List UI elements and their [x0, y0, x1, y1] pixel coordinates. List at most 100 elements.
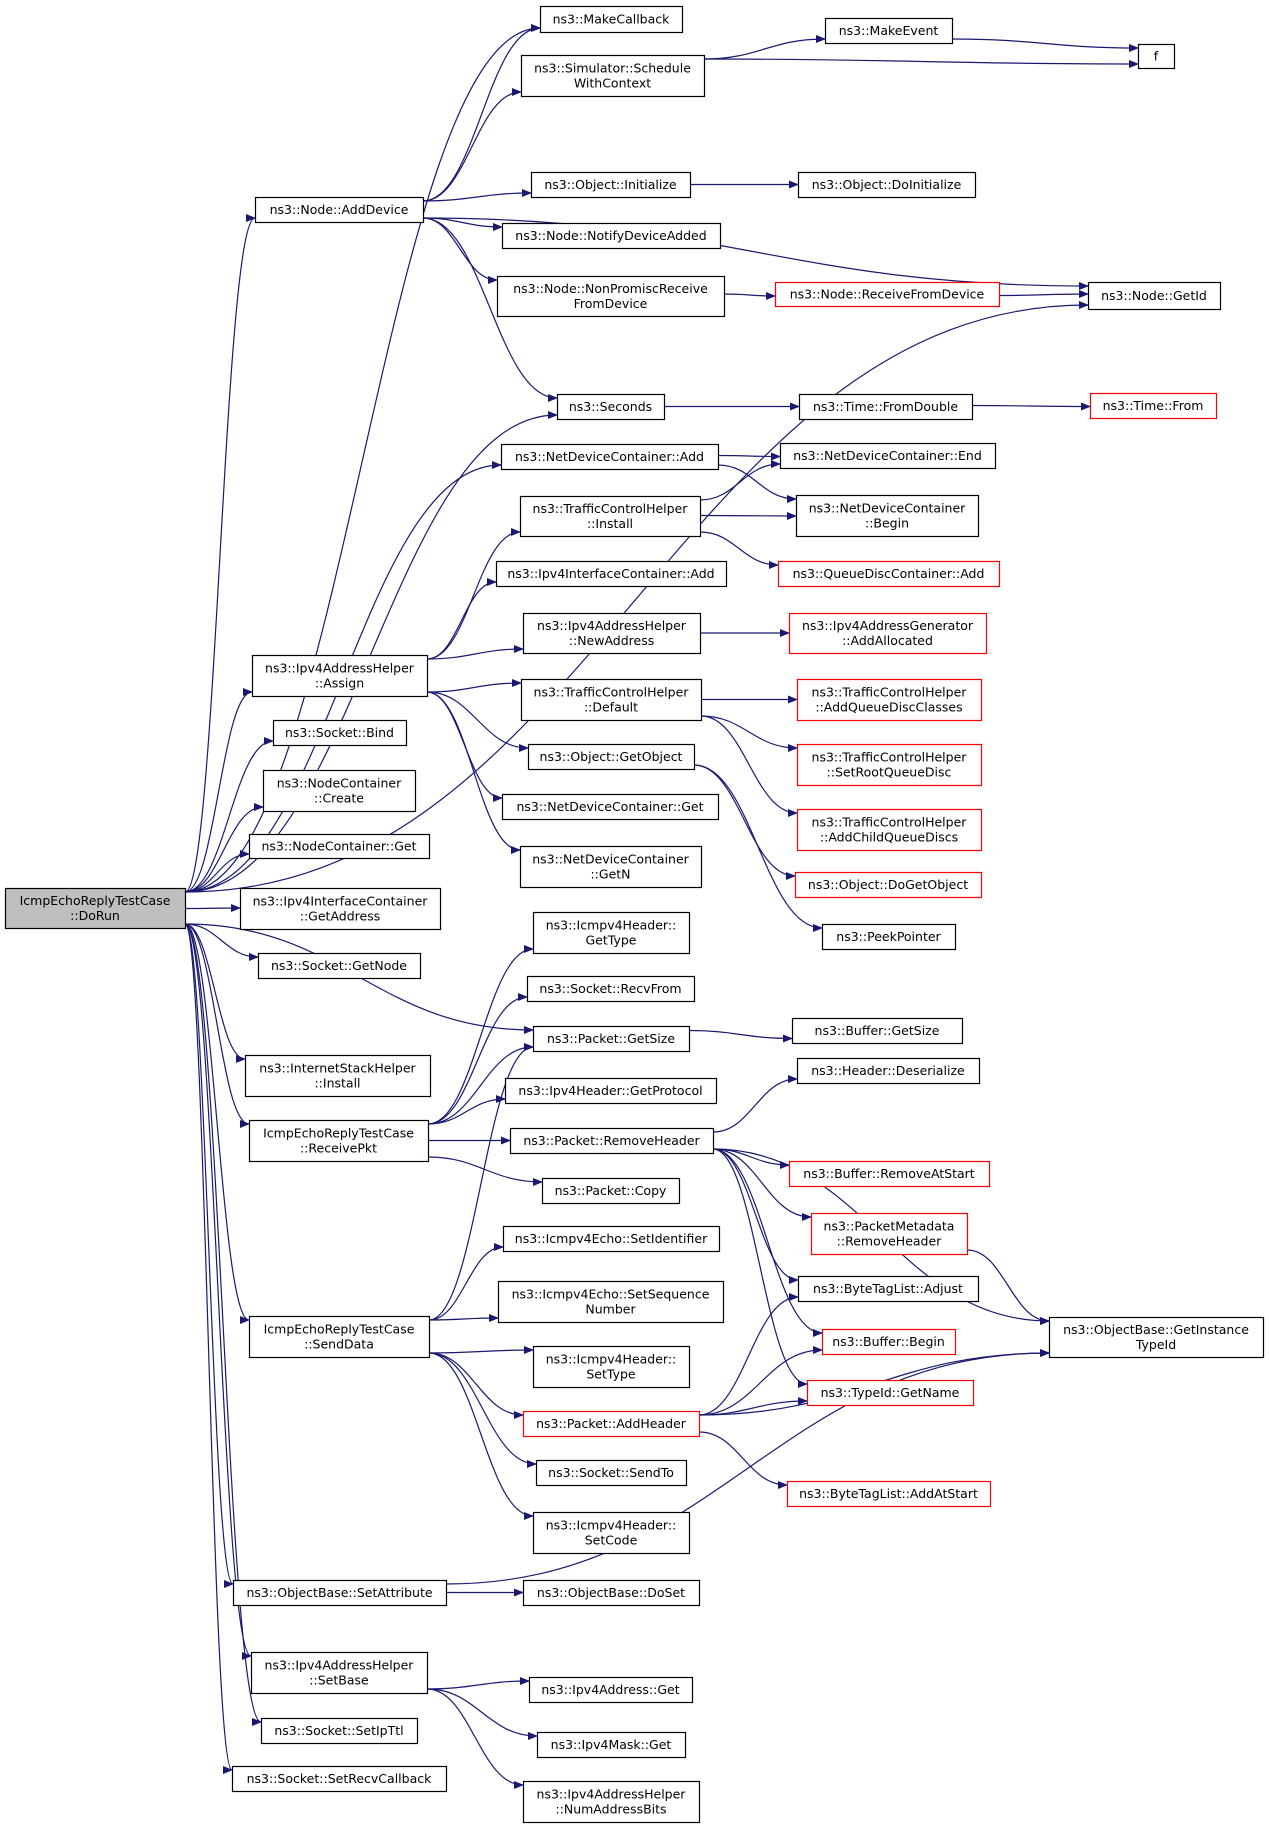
- node-hdrdeser[interactable]: ns3::Header::Deserialize: [796, 1057, 981, 1085]
- node-ndcadd[interactable]: ns3::NetDeviceContainer::Add: [500, 443, 720, 471]
- node-box: [504, 1077, 718, 1105]
- node-nccreate[interactable]: ns3::NodeContainer::Create: [262, 769, 417, 813]
- node-assign[interactable]: ns3::Ipv4AddressHelper::Assign: [251, 654, 429, 698]
- node-addqdclasses[interactable]: ns3::TrafficControlHelper::AddQueueDiscC…: [796, 678, 983, 722]
- node-pktgetsize[interactable]: ns3::Packet::GetSize: [532, 1025, 691, 1053]
- node-f[interactable]: f: [1137, 43, 1176, 70]
- node-label: ::Install: [314, 1076, 360, 1091]
- edge-senddata-to-sendto: [428, 1352, 537, 1468]
- edge-removeheader-to-btladjust: [712, 1148, 799, 1284]
- node-ipv4icgetaddr[interactable]: ns3::Ipv4InterfaceContainer::GetAddress: [239, 887, 442, 931]
- node-ipv4hgetproto[interactable]: ns3::Ipv4Header::GetProtocol: [504, 1077, 718, 1105]
- node-fromdouble[interactable]: ns3::Time::FromDouble: [798, 393, 974, 421]
- node-newaddress[interactable]: ns3::Ipv4AddressHelper::NewAddress: [522, 612, 702, 655]
- node-setrootqd[interactable]: ns3::TrafficControlHelper::SetRootQueueD…: [796, 743, 983, 787]
- node-seconds[interactable]: ns3::Seconds: [556, 393, 666, 421]
- node-box: [254, 196, 425, 224]
- node-setidentifier[interactable]: ns3::Icmpv4Echo::SetIdentifier: [502, 1225, 721, 1253]
- node-setcode[interactable]: ns3::Icmpv4Header::SetCode: [532, 1511, 691, 1555]
- node-tchdefault[interactable]: ns3::TrafficControlHelper::Default: [520, 678, 703, 722]
- node-addheader[interactable]: ns3::Packet::AddHeader: [522, 1410, 701, 1438]
- node-bufbegin[interactable]: ns3::Buffer::Begin: [821, 1328, 957, 1356]
- node-label: ::SetRootQueueDisc: [827, 765, 952, 780]
- node-box: [272, 719, 408, 747]
- edge-senddata-to-setseq: [428, 1314, 499, 1323]
- node-ipv4maskget[interactable]: ns3::Ipv4Mask::Get: [536, 1731, 687, 1759]
- node-timefrom[interactable]: ns3::Time::From: [1089, 392, 1218, 420]
- node-box: [779, 442, 997, 470]
- node-btladdatstart[interactable]: ns3::ByteTagList::AddAtStart: [786, 1480, 992, 1508]
- node-setbase[interactable]: ns3::Ipv4AddressHelper::SetBase: [250, 1651, 429, 1695]
- edge-senddata-to-addheader: [428, 1352, 524, 1419]
- node-box: [556, 393, 666, 421]
- node-numaddrbits[interactable]: ns3::Ipv4AddressHelper::NumAddressBits: [522, 1780, 701, 1824]
- node-bufgetsize[interactable]: ns3::Buffer::GetSize: [791, 1017, 964, 1045]
- node-label: ::SetBase: [309, 1673, 369, 1688]
- node-ipv4icadd[interactable]: ns3::Ipv4InterfaceContainer::Add: [495, 560, 728, 588]
- node-getnode[interactable]: ns3::Socket::GetNode: [257, 952, 422, 980]
- node-label: ns3::TrafficControlHelper: [812, 750, 968, 765]
- node-label: ::AddQueueDiscClasses: [815, 700, 962, 715]
- node-sendto[interactable]: ns3::Socket::SendTo: [535, 1459, 688, 1487]
- node-setipttl[interactable]: ns3::Socket::SetIpTtl: [260, 1717, 419, 1745]
- node-bufremoveatstart[interactable]: ns3::Buffer::RemoveAtStart: [788, 1160, 991, 1188]
- node-ndcgetn[interactable]: ns3::NetDeviceContainer::GetN: [519, 845, 703, 889]
- node-typeidgetname[interactable]: ns3::TypeId::GetName: [806, 1379, 975, 1407]
- node-doset[interactable]: ns3::ObjectBase::DoSet: [522, 1579, 701, 1607]
- node-settype[interactable]: ns3::Icmpv4Header::SetType: [532, 1345, 691, 1389]
- node-box: [257, 952, 422, 980]
- node-icmpgettype[interactable]: ns3::Icmpv4Header::GetType: [532, 911, 691, 955]
- node-ncget[interactable]: ns3::NodeContainer::Get: [248, 833, 431, 860]
- node-doinit[interactable]: ns3::Object::DoInitialize: [797, 171, 977, 199]
- node-pmremovehdr[interactable]: ns3::PacketMetadata::RemoveHeader: [810, 1212, 969, 1256]
- node-box: [532, 1511, 691, 1555]
- node-setattribute[interactable]: ns3::ObjectBase::SetAttribute: [232, 1579, 448, 1607]
- node-removeheader[interactable]: ns3::Packet::RemoveHeader: [509, 1127, 715, 1155]
- node-label: FromDevice: [574, 296, 648, 311]
- node-objinit[interactable]: ns3::Object::Initialize: [530, 171, 692, 199]
- node-root[interactable]: IcmpEchoReplyTestCase::DoRun: [4, 887, 187, 930]
- node-senddata[interactable]: IcmpEchoReplyTestCase::SendData: [248, 1315, 431, 1359]
- edge-root-to-makecallback: [184, 24, 541, 893]
- node-ndcend[interactable]: ns3::NetDeviceContainer::End: [779, 442, 997, 470]
- node-label: ns3::Icmpv4Header::: [546, 1518, 677, 1533]
- node-bind[interactable]: ns3::Socket::Bind: [272, 719, 408, 747]
- node-peekpointer[interactable]: ns3::PeekPointer: [821, 923, 957, 951]
- node-ipv4addrget[interactable]: ns3::Ipv4Address::Get: [528, 1676, 694, 1704]
- node-qdcadd[interactable]: ns3::QueueDiscContainer::Add: [777, 560, 1001, 588]
- node-ndcbegin[interactable]: ns3::NetDeviceContainer::Begin: [795, 494, 980, 538]
- node-receivepkt[interactable]: IcmpEchoReplyTestCase::ReceivePkt: [248, 1119, 430, 1163]
- edge-schedwc-to-makeevent: [703, 35, 826, 60]
- node-ndcget[interactable]: ns3::NetDeviceContainer::Get: [501, 793, 720, 821]
- node-addallocated[interactable]: ns3::Ipv4AddressGenerator::AddAllocated: [788, 612, 988, 655]
- node-notifydev[interactable]: ns3::Node::NotifyDeviceAdded: [501, 222, 722, 250]
- node-makeevent[interactable]: ns3::MakeEvent: [824, 17, 954, 45]
- edge-setbase-to-ipv4addrget: [426, 1677, 530, 1690]
- node-adddevice[interactable]: ns3::Node::AddDevice: [254, 196, 425, 224]
- node-getobject[interactable]: ns3::Object::GetObject: [527, 743, 696, 771]
- node-box: [495, 560, 728, 588]
- node-label: ns3::Socket::RecvFrom: [539, 981, 681, 996]
- edge-assign-to-ndcgetn: [426, 691, 521, 854]
- node-label: ns3::Packet::RemoveHeader: [523, 1133, 700, 1148]
- node-box: [796, 808, 983, 852]
- node-recvfromdev[interactable]: ns3::Node::ReceiveFromDevice: [774, 281, 1001, 308]
- node-addchildqd[interactable]: ns3::TrafficControlHelper::AddChildQueue…: [796, 808, 983, 852]
- edge-tchinstall-to-ndcend: [699, 460, 781, 501]
- node-label: ns3::Ipv4Address::Get: [541, 1682, 679, 1697]
- node-pktcopy[interactable]: ns3::Packet::Copy: [541, 1177, 681, 1205]
- node-getid[interactable]: ns3::Node::GetId: [1087, 281, 1222, 311]
- node-label: ns3::Packet::AddHeader: [536, 1416, 687, 1431]
- node-recvfrom[interactable]: ns3::Socket::RecvFrom: [526, 975, 696, 1003]
- node-btladjust[interactable]: ns3::ByteTagList::Adjust: [797, 1275, 980, 1303]
- node-dogetobject[interactable]: ns3::Object::DoGetObject: [794, 871, 983, 899]
- node-tchinstall[interactable]: ns3::TrafficControlHelper::Install: [519, 495, 702, 538]
- nodes-layer: IcmpEchoReplyTestCase::DoRun ns3::MakeCal…: [4, 5, 1265, 1824]
- node-makecallback[interactable]: ns3::MakeCallback: [539, 5, 684, 34]
- node-setrecvcb[interactable]: ns3::Socket::SetRecvCallback: [231, 1765, 448, 1793]
- node-ishinstall[interactable]: ns3::InternetStackHelper::Install: [244, 1054, 432, 1098]
